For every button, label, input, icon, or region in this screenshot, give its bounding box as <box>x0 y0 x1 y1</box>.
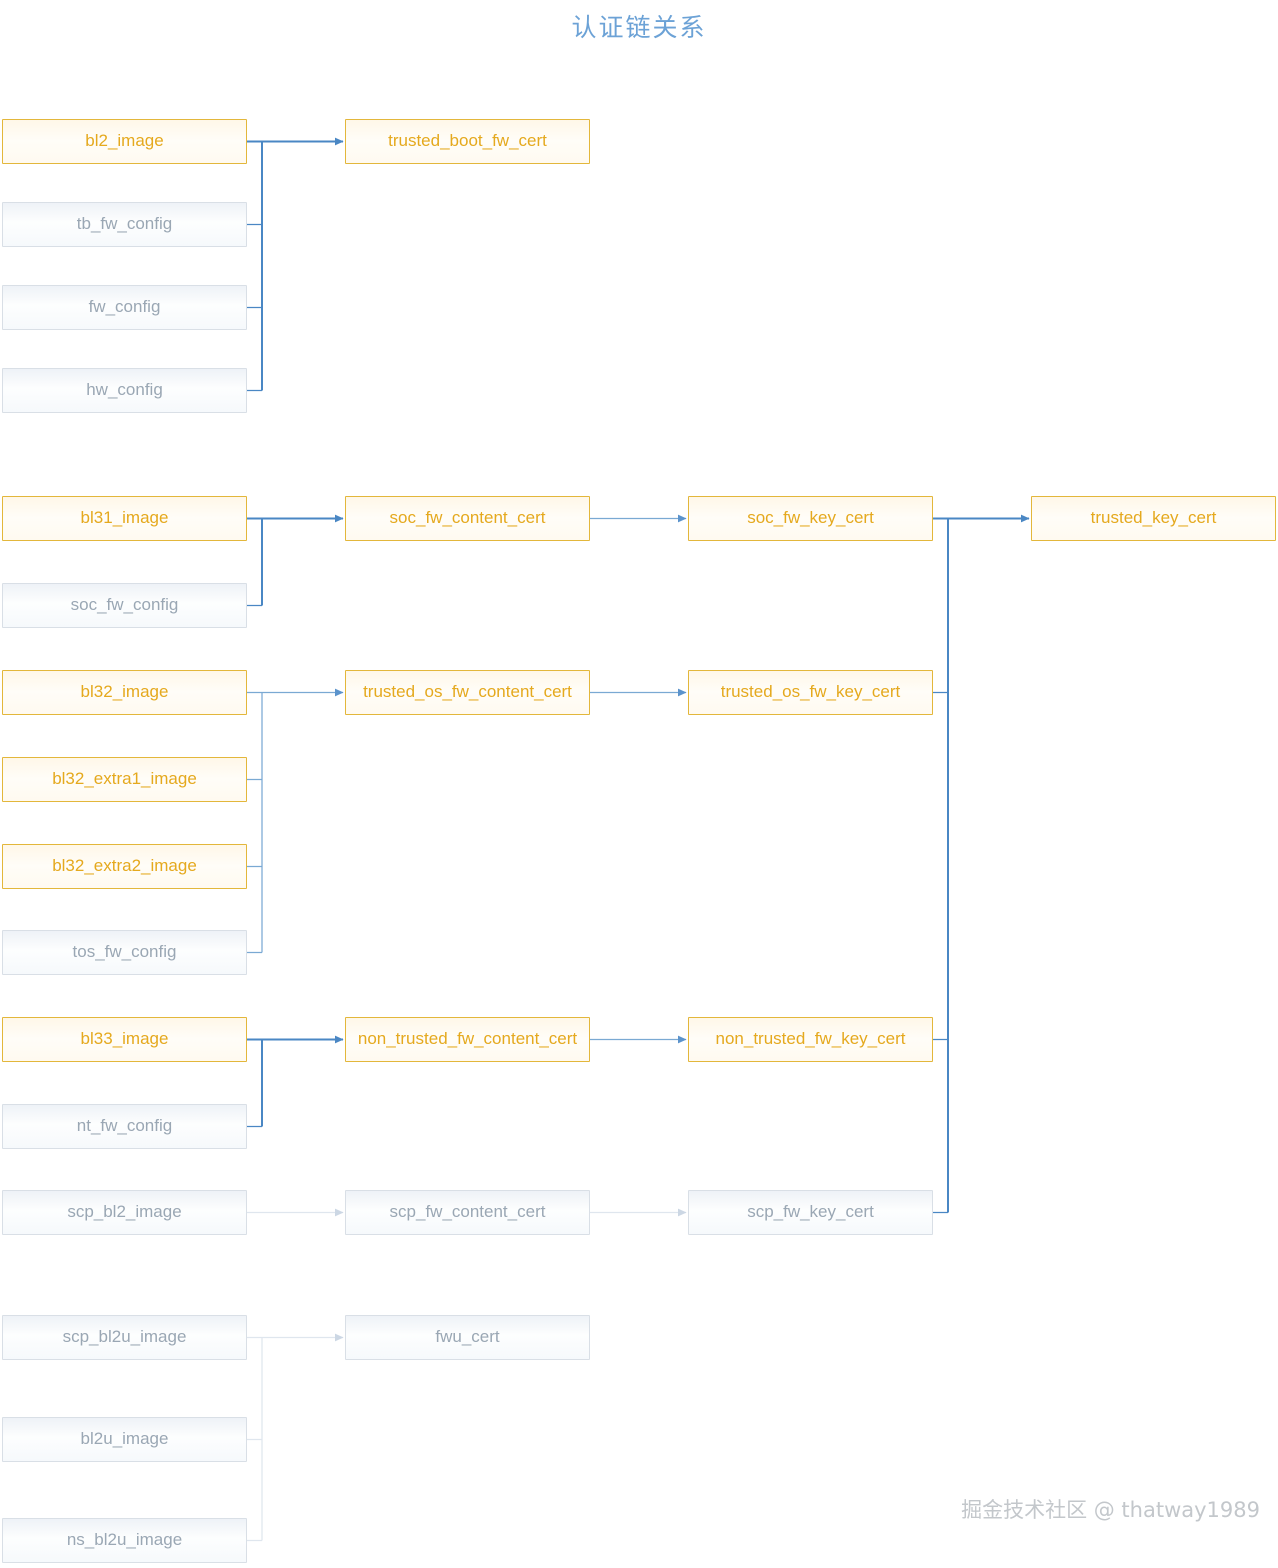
node-bl31_image[interactable]: bl31_image <box>2 496 247 541</box>
node-ns_bl2u_image[interactable]: ns_bl2u_image <box>2 1518 247 1563</box>
node-scp_bl2u_image[interactable]: scp_bl2u_image <box>2 1315 247 1360</box>
node-label: soc_fw_config <box>70 595 179 615</box>
node-label: soc_fw_content_cert <box>389 508 546 528</box>
node-label: bl32_image <box>80 682 169 702</box>
node-label: scp_fw_content_cert <box>389 1202 546 1222</box>
node-label: trusted_os_fw_key_cert <box>720 682 901 702</box>
node-label: hw_config <box>86 380 163 400</box>
node-label: non_trusted_fw_key_cert <box>715 1029 906 1049</box>
node-bl33_image[interactable]: bl33_image <box>2 1017 247 1062</box>
node-hw_config[interactable]: hw_config <box>2 368 247 413</box>
node-label: trusted_os_fw_content_cert <box>363 682 572 702</box>
node-trusted_key_cert[interactable]: trusted_key_cert <box>1031 496 1276 541</box>
node-label: scp_fw_key_cert <box>747 1202 874 1222</box>
node-label: bl31_image <box>80 508 169 528</box>
node-label: tb_fw_config <box>76 214 173 234</box>
node-label: trusted_boot_fw_cert <box>388 131 547 151</box>
node-label: bl33_image <box>80 1029 169 1049</box>
node-fwu_cert[interactable]: fwu_cert <box>345 1315 590 1360</box>
node-trusted_os_fw_key_cert[interactable]: trusted_os_fw_key_cert <box>688 670 933 715</box>
node-scp_fw_content_cert[interactable]: scp_fw_content_cert <box>345 1190 590 1235</box>
node-label: nt_fw_config <box>76 1116 173 1136</box>
node-non_trusted_fw_key_cert[interactable]: non_trusted_fw_key_cert <box>688 1017 933 1062</box>
node-bl2u_image[interactable]: bl2u_image <box>2 1417 247 1462</box>
watermark: 掘金技术社区 @ thatway1989 <box>961 1498 1260 1522</box>
node-soc_fw_content_cert[interactable]: soc_fw_content_cert <box>345 496 590 541</box>
node-label: bl32_extra2_image <box>52 856 197 876</box>
node-soc_fw_key_cert[interactable]: soc_fw_key_cert <box>688 496 933 541</box>
node-nt_fw_config[interactable]: nt_fw_config <box>2 1104 247 1149</box>
node-label: ns_bl2u_image <box>66 1530 183 1550</box>
node-fw_config[interactable]: fw_config <box>2 285 247 330</box>
node-bl32_extra2_image[interactable]: bl32_extra2_image <box>2 844 247 889</box>
node-trusted_os_fw_content_cert[interactable]: trusted_os_fw_content_cert <box>345 670 590 715</box>
node-label: scp_bl2_image <box>67 1202 182 1222</box>
node-scp_bl2_image[interactable]: scp_bl2_image <box>2 1190 247 1235</box>
node-label: bl2u_image <box>80 1429 169 1449</box>
node-non_trusted_fw_content_cert[interactable]: non_trusted_fw_content_cert <box>345 1017 590 1062</box>
node-trusted_boot_fw_cert[interactable]: trusted_boot_fw_cert <box>345 119 590 164</box>
node-soc_fw_config[interactable]: soc_fw_config <box>2 583 247 628</box>
page-title: 认证链关系 <box>571 13 707 42</box>
node-label: bl32_extra1_image <box>52 769 197 789</box>
node-label: scp_bl2u_image <box>62 1327 187 1347</box>
node-bl2_image[interactable]: bl2_image <box>2 119 247 164</box>
node-scp_fw_key_cert[interactable]: scp_fw_key_cert <box>688 1190 933 1235</box>
node-tb_fw_config[interactable]: tb_fw_config <box>2 202 247 247</box>
node-label: bl2_image <box>85 131 164 151</box>
node-label: fw_config <box>88 297 161 317</box>
node-tos_fw_config[interactable]: tos_fw_config <box>2 930 247 975</box>
node-label: fwu_cert <box>435 1327 500 1347</box>
node-label: non_trusted_fw_content_cert <box>357 1029 578 1049</box>
node-bl32_image[interactable]: bl32_image <box>2 670 247 715</box>
node-bl32_extra1_image[interactable]: bl32_extra1_image <box>2 757 247 802</box>
node-label: trusted_key_cert <box>1090 508 1217 528</box>
node-label: soc_fw_key_cert <box>747 508 874 528</box>
node-label: tos_fw_config <box>72 942 177 962</box>
